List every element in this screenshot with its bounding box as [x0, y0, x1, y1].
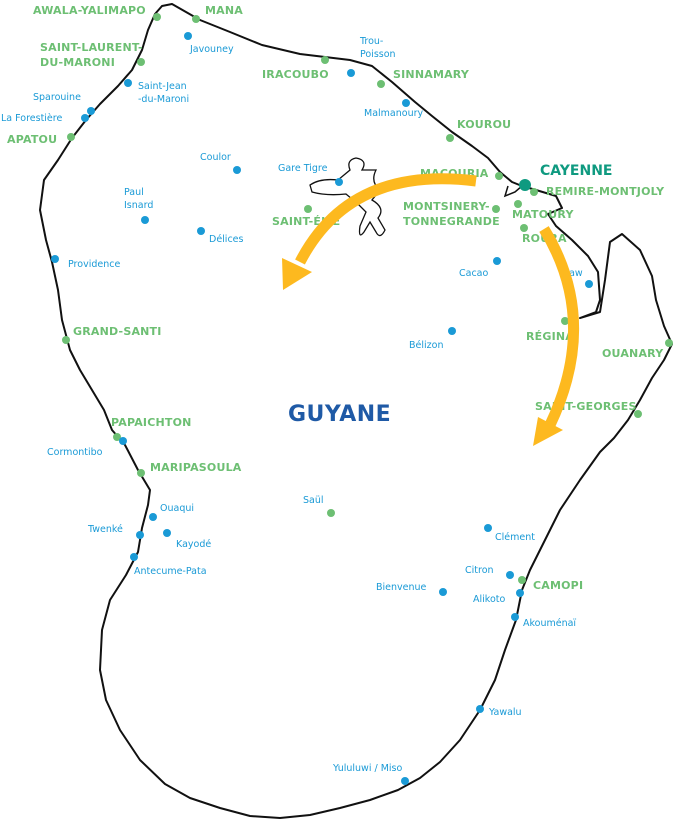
place-label-iracoubo: IRACOUBO	[262, 68, 329, 81]
place-label-saint-laurent--du-maroni: SAINT-LAURENT- DU-MARONI	[40, 41, 143, 69]
place-label-alikoto: Alikoto	[473, 594, 506, 605]
place-marker-saint-jean--du-maroni	[124, 79, 132, 87]
place-marker-antecume-pata	[130, 553, 138, 561]
place-label-ouanary: OUANARY	[602, 347, 664, 360]
place-marker-ouaqui	[149, 513, 157, 521]
place-label-ouaqui: Ouaqui	[160, 503, 195, 514]
place-marker-providence	[51, 255, 59, 263]
place-marker-roura	[520, 224, 528, 232]
place-label-sinnamary: SINNAMARY	[393, 68, 470, 81]
place-label-yawalu: Yawalu	[489, 707, 522, 718]
place-label-kourou: KOUROU	[457, 118, 512, 131]
place-marker-saint-laurent--du-maroni	[137, 58, 145, 66]
place-label-saint-élie: SAINT-ÉLIE	[272, 215, 341, 228]
place-marker-cayenne	[519, 179, 531, 191]
region-title: GUYANE	[288, 402, 392, 427]
place-label-cayenne: CAYENNE	[540, 163, 613, 179]
place-label-saint-jean--du-maroni: Saint-Jean -du-Maroni	[138, 81, 190, 105]
place-label-clément: Clément	[495, 532, 535, 543]
place-label-régina: RÉGINA	[526, 330, 575, 343]
place-label-remire-montjoly: REMIRE-MONTJOLY	[546, 185, 665, 198]
place-marker-twenké	[136, 531, 144, 539]
place-label-bienvenue: Bienvenue	[376, 582, 427, 593]
place-marker-saint-georges	[634, 410, 642, 418]
place-label-macouria: MACOURIA	[420, 167, 489, 180]
place-marker-papaichton	[113, 433, 121, 441]
place-marker-clément	[484, 524, 492, 532]
place-marker-sinnamary	[377, 80, 385, 88]
place-label-akouménaï: Akouménaï	[523, 618, 577, 629]
place-label-javouney: Javouney	[190, 44, 234, 55]
place-label-la-forestière: La Forestière	[1, 113, 63, 124]
place-marker-akouménaï	[511, 613, 519, 621]
place-marker-remire-montjoly	[530, 188, 538, 196]
place-label-malmanoury: Malmanoury	[364, 108, 424, 119]
place-marker-régina	[561, 317, 569, 325]
place-marker-alikoto	[516, 589, 524, 597]
place-label-apatou: APATOU	[7, 133, 58, 146]
place-label-cormontibo: Cormontibo	[47, 447, 103, 458]
place-label-camopi: CAMOPI	[533, 579, 584, 592]
place-marker-bélizon	[448, 327, 456, 335]
place-marker-kayodé	[163, 529, 171, 537]
place-marker-cacao	[493, 257, 501, 265]
place-marker-bienvenue	[439, 588, 447, 596]
place-marker-ouanary	[665, 339, 673, 347]
place-label-trou--poisson: Trou- Poisson	[360, 36, 396, 60]
place-label-bélizon: Bélizon	[409, 340, 444, 351]
place-marker-javouney	[184, 32, 192, 40]
place-marker-trou--poisson	[347, 69, 355, 77]
place-marker-délices	[197, 227, 205, 235]
place-marker-malmanoury	[402, 99, 410, 107]
place-marker-saül	[327, 509, 335, 517]
place-marker-yawalu	[476, 705, 484, 713]
place-marker-camopi	[518, 576, 526, 584]
place-label-coulor: Coulor	[200, 152, 231, 163]
place-marker-mana	[192, 15, 200, 23]
place-marker-grand-santi	[62, 336, 70, 344]
place-marker-cormontibo	[119, 437, 127, 445]
place-label-mana: MANA	[205, 4, 243, 17]
place-label-twenké: Twenké	[88, 524, 123, 535]
place-label-awala-yalimapo: AWALA-YALIMAPO	[33, 4, 146, 17]
place-label-gare-tigre: Gare Tigre	[278, 163, 328, 174]
place-label-kaw: Kaw	[563, 268, 583, 279]
place-label-roura: ROURA	[522, 232, 567, 245]
place-label-sparouine: Sparouine	[33, 92, 81, 103]
place-marker-kaw	[585, 280, 593, 288]
estuary-path	[503, 185, 523, 198]
place-marker-paul-isnard	[141, 216, 149, 224]
place-label-matoury: MATOURY	[512, 208, 574, 221]
place-marker-yululuwi--miso	[401, 777, 409, 785]
place-label-saint-georges: SAINT-GEORGES	[535, 400, 637, 413]
place-label-délices: Délices	[209, 234, 244, 245]
place-marker-coulor	[233, 166, 241, 174]
place-marker-citron	[506, 571, 514, 579]
place-label-citron: Citron	[465, 565, 494, 576]
place-label-saül: Saül	[303, 495, 324, 506]
place-label-papaichton: PAPAICHTON	[111, 416, 192, 429]
place-marker-gare-tigre	[335, 178, 343, 186]
place-label-maripasoula: MARIPASOULA	[150, 461, 242, 474]
place-label-yululuwi--miso: Yululuwi / Miso	[333, 763, 403, 774]
place-marker-iracoubo	[321, 56, 329, 64]
place-label-antecume-pata: Antecume-Pata	[134, 566, 207, 577]
place-label-cacao: Cacao	[459, 268, 489, 279]
place-marker-sparouine	[87, 107, 95, 115]
place-marker-awala-yalimapo	[153, 13, 161, 21]
place-marker-apatou	[67, 133, 75, 141]
place-label-kayodé: Kayodé	[176, 539, 212, 550]
place-marker-saint-élie	[304, 205, 312, 213]
place-label-grand-santi: GRAND-SANTI	[73, 325, 162, 338]
place-marker-kourou	[446, 134, 454, 142]
place-marker-matoury	[514, 200, 522, 208]
place-marker-maripasoula	[137, 469, 145, 477]
place-label-providence: Providence	[68, 259, 121, 270]
place-marker-montsinery--tonnegrande	[492, 205, 500, 213]
place-label-paul-isnard: Paul Isnard	[124, 187, 154, 211]
place-label-montsinery--tonnegrande: MONTSINERY- TONNEGRANDE	[403, 200, 500, 228]
place-marker-la-forestière	[81, 114, 89, 122]
place-marker-macouria	[495, 172, 503, 180]
